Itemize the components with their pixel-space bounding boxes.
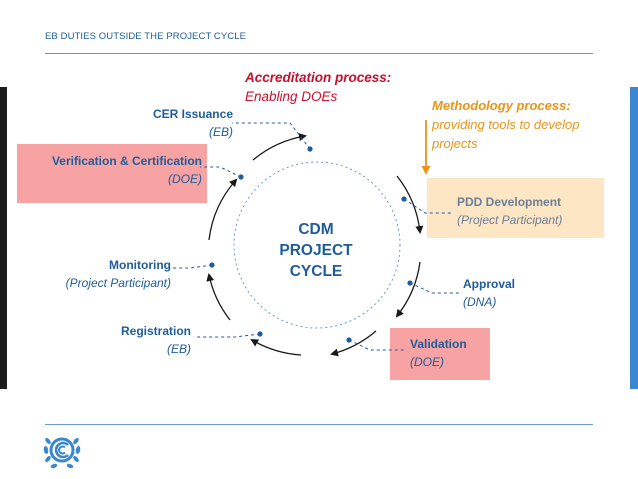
accreditation-title: Accreditation process: bbox=[245, 70, 392, 85]
header-divider bbox=[45, 53, 593, 54]
stage-actor: (DOE) bbox=[168, 172, 202, 186]
stage-registration: Registration (EB) bbox=[121, 322, 191, 358]
stage-approval: Approval (DNA) bbox=[463, 275, 515, 311]
cycle-arrows bbox=[206, 133, 424, 357]
methodology-title: Methodology process: bbox=[432, 98, 571, 113]
accreditation-label: Accreditation process: Enabling DOEs bbox=[245, 68, 391, 106]
methodology-line-1: providing tools to develop bbox=[432, 117, 580, 132]
footer-divider bbox=[45, 424, 593, 425]
stage-title: Validation bbox=[410, 337, 467, 351]
pdd-highlight-box bbox=[427, 178, 604, 238]
stage-cer-issuance: CER Issuance (EB) bbox=[153, 105, 233, 141]
stage-actor: (EB) bbox=[209, 125, 233, 139]
stage-title: Monitoring bbox=[109, 258, 171, 272]
unfccc-emblem-icon bbox=[43, 437, 81, 469]
stage-actor: (Project Participant) bbox=[65, 276, 171, 290]
accreditation-subtitle: Enabling DOEs bbox=[245, 89, 338, 104]
stage-title: Registration bbox=[120, 324, 191, 338]
left-accent-bar bbox=[0, 87, 7, 389]
validation-highlight-box bbox=[390, 328, 490, 380]
stage-verification: Verification & Certification (DOE) bbox=[52, 152, 202, 188]
node-dots bbox=[209, 146, 413, 343]
methodology-label: Methodology process: providing tools to … bbox=[432, 96, 579, 153]
right-accent-bar bbox=[630, 87, 638, 389]
page-title: EB DUTIES OUTSIDE THE PROJECT CYCLE bbox=[45, 31, 247, 42]
stage-pdd-development: PDD Development (Project Participant) bbox=[457, 193, 562, 229]
stage-monitoring: Monitoring (Project Participant) bbox=[66, 256, 171, 292]
stage-title: CER Issuance bbox=[152, 107, 233, 121]
verification-highlight-box bbox=[17, 144, 207, 203]
stage-actor: (DOE) bbox=[410, 355, 444, 369]
cycle-center-title: CDM PROJECT CYCLE bbox=[262, 219, 370, 282]
stage-title: Verification & Certification bbox=[51, 154, 202, 168]
stage-actor: (DNA) bbox=[463, 295, 497, 309]
stage-actor: (Project Participant) bbox=[457, 213, 563, 227]
center-line-1: CDM bbox=[298, 221, 334, 238]
center-line-2: PROJECT bbox=[279, 242, 353, 259]
stage-actor: (EB) bbox=[167, 342, 191, 356]
stage-validation: Validation (DOE) bbox=[410, 335, 467, 371]
stage-title: Approval bbox=[463, 277, 516, 291]
center-line-3: CYCLE bbox=[289, 263, 343, 280]
center-dashed-circle bbox=[233, 161, 401, 329]
stage-title: PDD Development bbox=[457, 195, 562, 209]
label-connectors bbox=[170, 122, 460, 351]
methodology-line-2: projects bbox=[432, 136, 478, 151]
